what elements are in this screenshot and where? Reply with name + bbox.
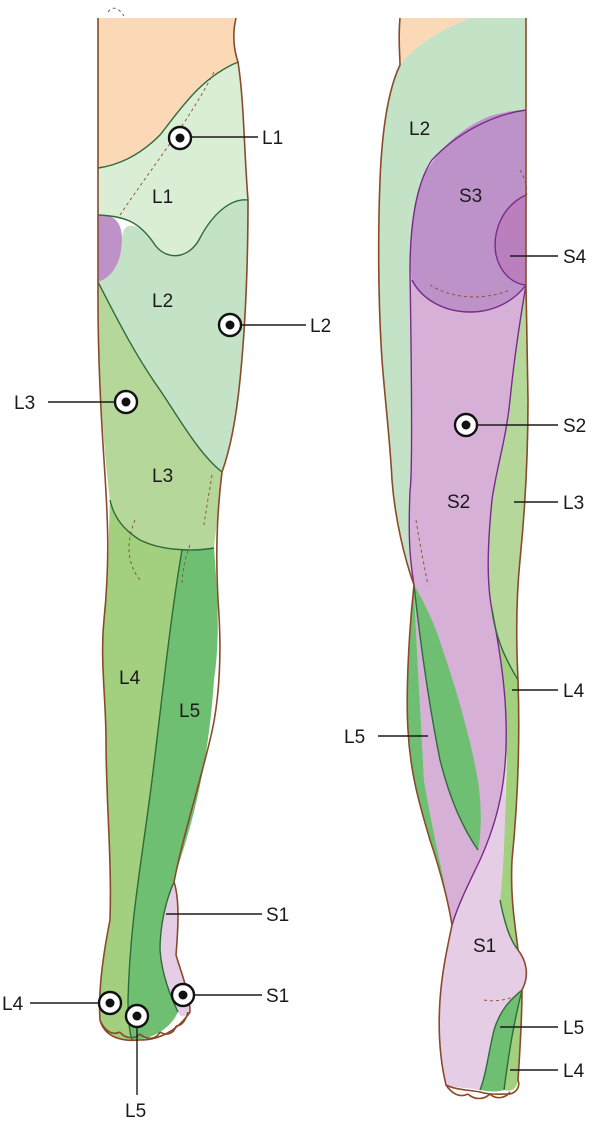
anterior-region-labels: L1 L2 L3 L4 L5 [119,187,200,722]
posterior-s2-region [409,270,526,925]
callout-label-s4: S4 [563,247,587,268]
callout-label-l4: L4 [2,994,24,1015]
test-point-l1 [167,125,193,151]
anterior-s1-region [160,882,190,1017]
anterior-skin-region [98,18,238,168]
region-label-l4: L4 [119,668,141,689]
test-point-l4 [97,990,123,1016]
posterior-callout-labels: S4 S2 L3 L4 L5 L5 L4 [344,247,587,1082]
anterior-callout-labels: L1 L2 L3 S1 S1 L4 L5 [2,128,331,1122]
posterior-l5-band [414,585,481,850]
region-label-s2: S2 [447,492,470,513]
posterior-s1-region [439,720,527,1090]
test-point-l5 [124,1003,150,1029]
region-label-l2: L2 [152,291,173,312]
region-label-s1: S1 [473,936,496,957]
posterior-skin-region [400,18,470,65]
posterior-foot-l4 [504,990,522,1091]
posterior-region-labels: L2 S3 S2 S1 [409,119,496,957]
anterior-l2-region [98,199,248,472]
posterior-foot-l5 [480,990,522,1092]
test-point-s1 [170,982,196,1008]
posterior-l5-region [407,585,452,925]
region-label-posterior-l2: L2 [409,119,430,140]
callout-label-posterior-l4-upper: L4 [563,681,585,702]
callout-label-posterior-l5-lower: L5 [563,1018,584,1039]
region-label-l3: L3 [152,466,173,487]
anterior-s3-patch [98,214,122,282]
posterior-leg [377,17,529,1100]
anterior-l5-region [128,548,218,1040]
test-point-l3 [113,389,139,415]
anterior-l1-region [98,62,248,256]
region-label-s3: S3 [459,186,482,207]
callout-label-l1: L1 [262,128,283,149]
callout-label-s1-lower: S1 [266,986,289,1007]
test-point-l2 [217,312,243,338]
callout-label-s2: S2 [563,416,586,437]
posterior-s3-region [410,110,526,312]
region-label-l5: L5 [179,701,200,722]
anterior-l4-region [99,500,182,1040]
posterior-l2-region [378,18,526,585]
callout-label-l3: L3 [14,393,35,414]
callout-label-posterior-l5-left: L5 [344,727,365,748]
callout-label-s1-upper: S1 [266,905,289,926]
callout-label-l2: L2 [310,316,331,337]
callout-label-posterior-l3: L3 [563,493,584,514]
anterior-l3-region [98,282,222,550]
posterior-s4-region [495,195,526,285]
region-label-l1: L1 [152,187,173,208]
leader-lines [30,136,558,1095]
callout-label-l5: L5 [125,1101,146,1122]
callout-label-posterior-l4-lower: L4 [563,1061,585,1082]
anterior-leg [97,7,249,1042]
test-point-s2 [453,412,479,438]
posterior-l4-region [492,610,519,950]
